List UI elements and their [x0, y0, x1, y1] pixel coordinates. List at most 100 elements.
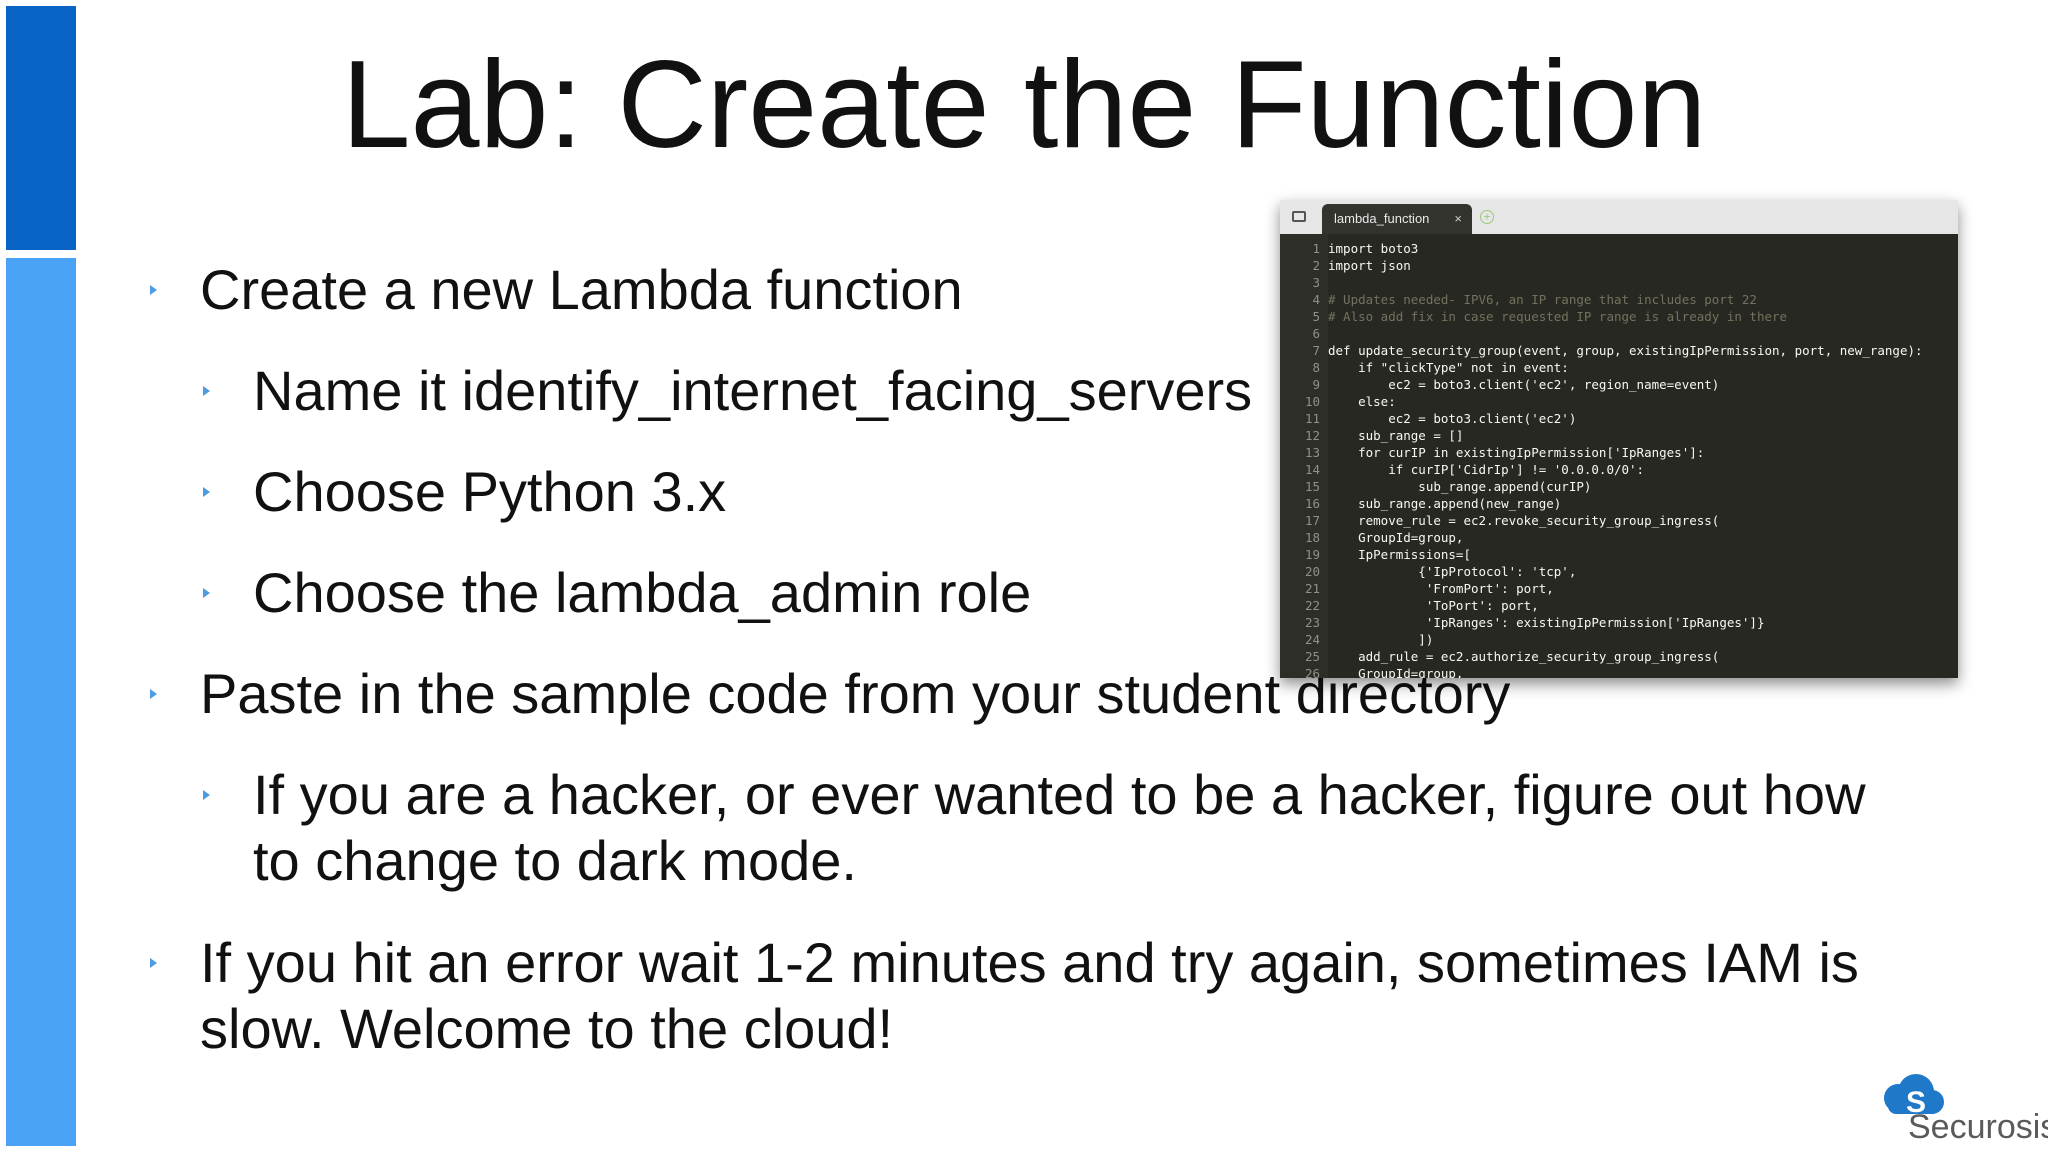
bullet-marker: [203, 386, 210, 396]
bullet-marker: [203, 487, 210, 497]
code-text: GroupId=group,: [1328, 666, 1464, 678]
code-line: 19 IpPermissions=[: [1280, 546, 1958, 563]
line-number: 10: [1304, 394, 1320, 409]
new-tab-icon: +: [1480, 210, 1494, 224]
editor-tab-bar: lambda_function × +: [1280, 200, 1958, 234]
code-text: # Updates needed- IPV6, an IP range that…: [1328, 292, 1757, 307]
cloud-logo-icon: S: [1884, 1074, 1944, 1119]
code-line: 2 import json: [1280, 257, 1958, 274]
code-text: ec2 = boto3.client('ec2', region_name=ev…: [1328, 377, 1720, 392]
logo-text: Securosis: [1908, 1108, 2048, 1146]
line-number-gutter: [1280, 234, 1328, 678]
code-text: 'IpRanges': existingIpPermission['IpRang…: [1328, 615, 1765, 630]
slide-title: Lab: Create the Function: [341, 36, 1707, 174]
code-text: else:: [1328, 394, 1396, 409]
line-number: 23: [1304, 615, 1320, 630]
code-text: ]): [1328, 632, 1434, 647]
line-number: 4: [1312, 292, 1320, 307]
bullet-1-3: Choose the lambda_admin role: [253, 561, 1032, 624]
code-line: 15 sub_range.append(curIP): [1280, 478, 1958, 495]
code-text: import boto3: [1328, 241, 1419, 256]
code-line: 6: [1280, 325, 1958, 342]
code-line: 5# Also add fix in case requested IP ran…: [1280, 308, 1958, 325]
line-number: 19: [1304, 547, 1320, 562]
code-line: 10 else:: [1280, 393, 1958, 410]
code-line: 3: [1280, 274, 1958, 291]
line-number: 1: [1312, 241, 1320, 256]
code-line: 25 add_rule = ec2.authorize_security_gro…: [1280, 648, 1958, 665]
bullet-1-2: Choose Python 3.x: [253, 460, 727, 523]
code-line: 21 'FromPort': port,: [1280, 580, 1958, 597]
code-line: 8 if "clickType" not in event:: [1280, 359, 1958, 376]
line-number: 18: [1304, 530, 1320, 545]
code-line: 7 def update_security_group(event, group,…: [1280, 342, 1958, 359]
code-line: 24 ]): [1280, 631, 1958, 648]
code-line: 26 GroupId=group,: [1280, 665, 1958, 678]
bullet-2-1-line-1: If you are a hacker, or ever wanted to b…: [253, 763, 1866, 826]
line-number: 25: [1304, 649, 1320, 664]
code-text: sub_range.append(curIP): [1328, 479, 1592, 494]
code-lines: 1 import boto3 2 import json 3 4 # Updates nee…: [1280, 240, 1958, 678]
line-number: 26: [1304, 666, 1320, 678]
code-text: def update_security_group(event, group, …: [1328, 343, 1923, 358]
code-text: # Also add fix in case requested IP rang…: [1328, 309, 1788, 324]
line-number: 6: [1312, 326, 1320, 341]
code-line: 17 remove_rule = ec2.revoke_security_gro…: [1280, 512, 1958, 529]
close-icon: ×: [1454, 211, 1462, 226]
code-text: 'ToPort': port,: [1328, 598, 1539, 613]
code-text: ec2 = boto3.client('ec2'): [1328, 411, 1577, 426]
code-text: if "clickType" not in event:: [1328, 360, 1569, 375]
line-number: 16: [1304, 496, 1320, 511]
code-text: sub_range.append(new_range): [1328, 496, 1562, 511]
line-number: 13: [1304, 445, 1320, 460]
code-line: 22 'ToPort': port,: [1280, 597, 1958, 614]
securosis-logo: S: [1884, 1074, 1944, 1119]
code-line: 14 if curIP['CidrIp'] != '0.0.0.0/0':: [1280, 461, 1958, 478]
accent-bar-bottom: [6, 258, 76, 1146]
code-line: 20 {'IpProtocol': 'tcp',: [1280, 563, 1958, 580]
line-number: 17: [1304, 513, 1320, 528]
bullet-3-line-2: slow. Welcome to the cloud!: [200, 997, 894, 1060]
line-number: 14: [1304, 462, 1320, 477]
bullet-marker: [203, 588, 210, 598]
code-line: 18 GroupId=group,: [1280, 529, 1958, 546]
svg-text:S: S: [1906, 1086, 1926, 1119]
code-text: add_rule = ec2.authorize_security_group_…: [1328, 649, 1720, 664]
line-number: 9: [1312, 377, 1320, 392]
line-number: 12: [1304, 428, 1320, 443]
code-text: IpPermissions=[: [1328, 547, 1471, 562]
editor-tab-label: lambda_function: [1334, 211, 1430, 226]
bullet-3-line-1: If you hit an error wait 1-2 minutes and…: [200, 931, 1859, 994]
code-editor-screenshot: lambda_function × + 1 import boto3 2 import…: [1280, 200, 1958, 678]
line-number: 20: [1304, 564, 1320, 579]
code-line: 4 # Updates needed- IPV6, an IP range tha…: [1280, 291, 1958, 308]
code-text: if curIP['CidrIp'] != '0.0.0.0/0':: [1328, 462, 1645, 477]
bullet-marker: [203, 790, 210, 800]
code-text: sub_range = []: [1328, 428, 1464, 443]
code-text: GroupId=group,: [1328, 530, 1464, 545]
bullet-1-1: Name it identify_internet_facing_servers: [253, 359, 1253, 422]
code-text: remove_rule = ec2.revoke_security_group_…: [1328, 513, 1720, 528]
line-number: 11: [1304, 411, 1320, 426]
line-number: 7: [1312, 343, 1320, 358]
code-line: 23 'IpRanges': existingIpPermission['IpR…: [1280, 614, 1958, 631]
code-line: 13 for curIP in existingIpPermission['Ip…: [1280, 444, 1958, 461]
line-number: 3: [1312, 275, 1320, 290]
code-line: 12 sub_range = []: [1280, 427, 1958, 444]
line-number: 15: [1304, 479, 1320, 494]
code-line: 1 import boto3: [1280, 240, 1958, 257]
code-line: 9 ec2 = boto3.client('ec2', region_name=…: [1280, 376, 1958, 393]
bullet-marker: [150, 689, 157, 699]
code-line: 11 ec2 = boto3.client('ec2'): [1280, 410, 1958, 427]
line-number: 22: [1304, 598, 1320, 613]
code-text: {'IpProtocol': 'tcp',: [1328, 564, 1577, 579]
code-line: 16 sub_range.append(new_range): [1280, 495, 1958, 512]
line-number: 21: [1304, 581, 1320, 596]
code-text: for curIP in existingIpPermission['IpRan…: [1328, 445, 1705, 460]
code-text: import json: [1328, 258, 1411, 273]
bullet-marker: [150, 285, 157, 295]
code-text: 'FromPort': port,: [1328, 581, 1554, 596]
bullet-2-1-line-2: to change to dark mode.: [253, 829, 857, 892]
line-number: 2: [1312, 258, 1320, 273]
sidebar-toggle-icon: [1292, 211, 1306, 222]
